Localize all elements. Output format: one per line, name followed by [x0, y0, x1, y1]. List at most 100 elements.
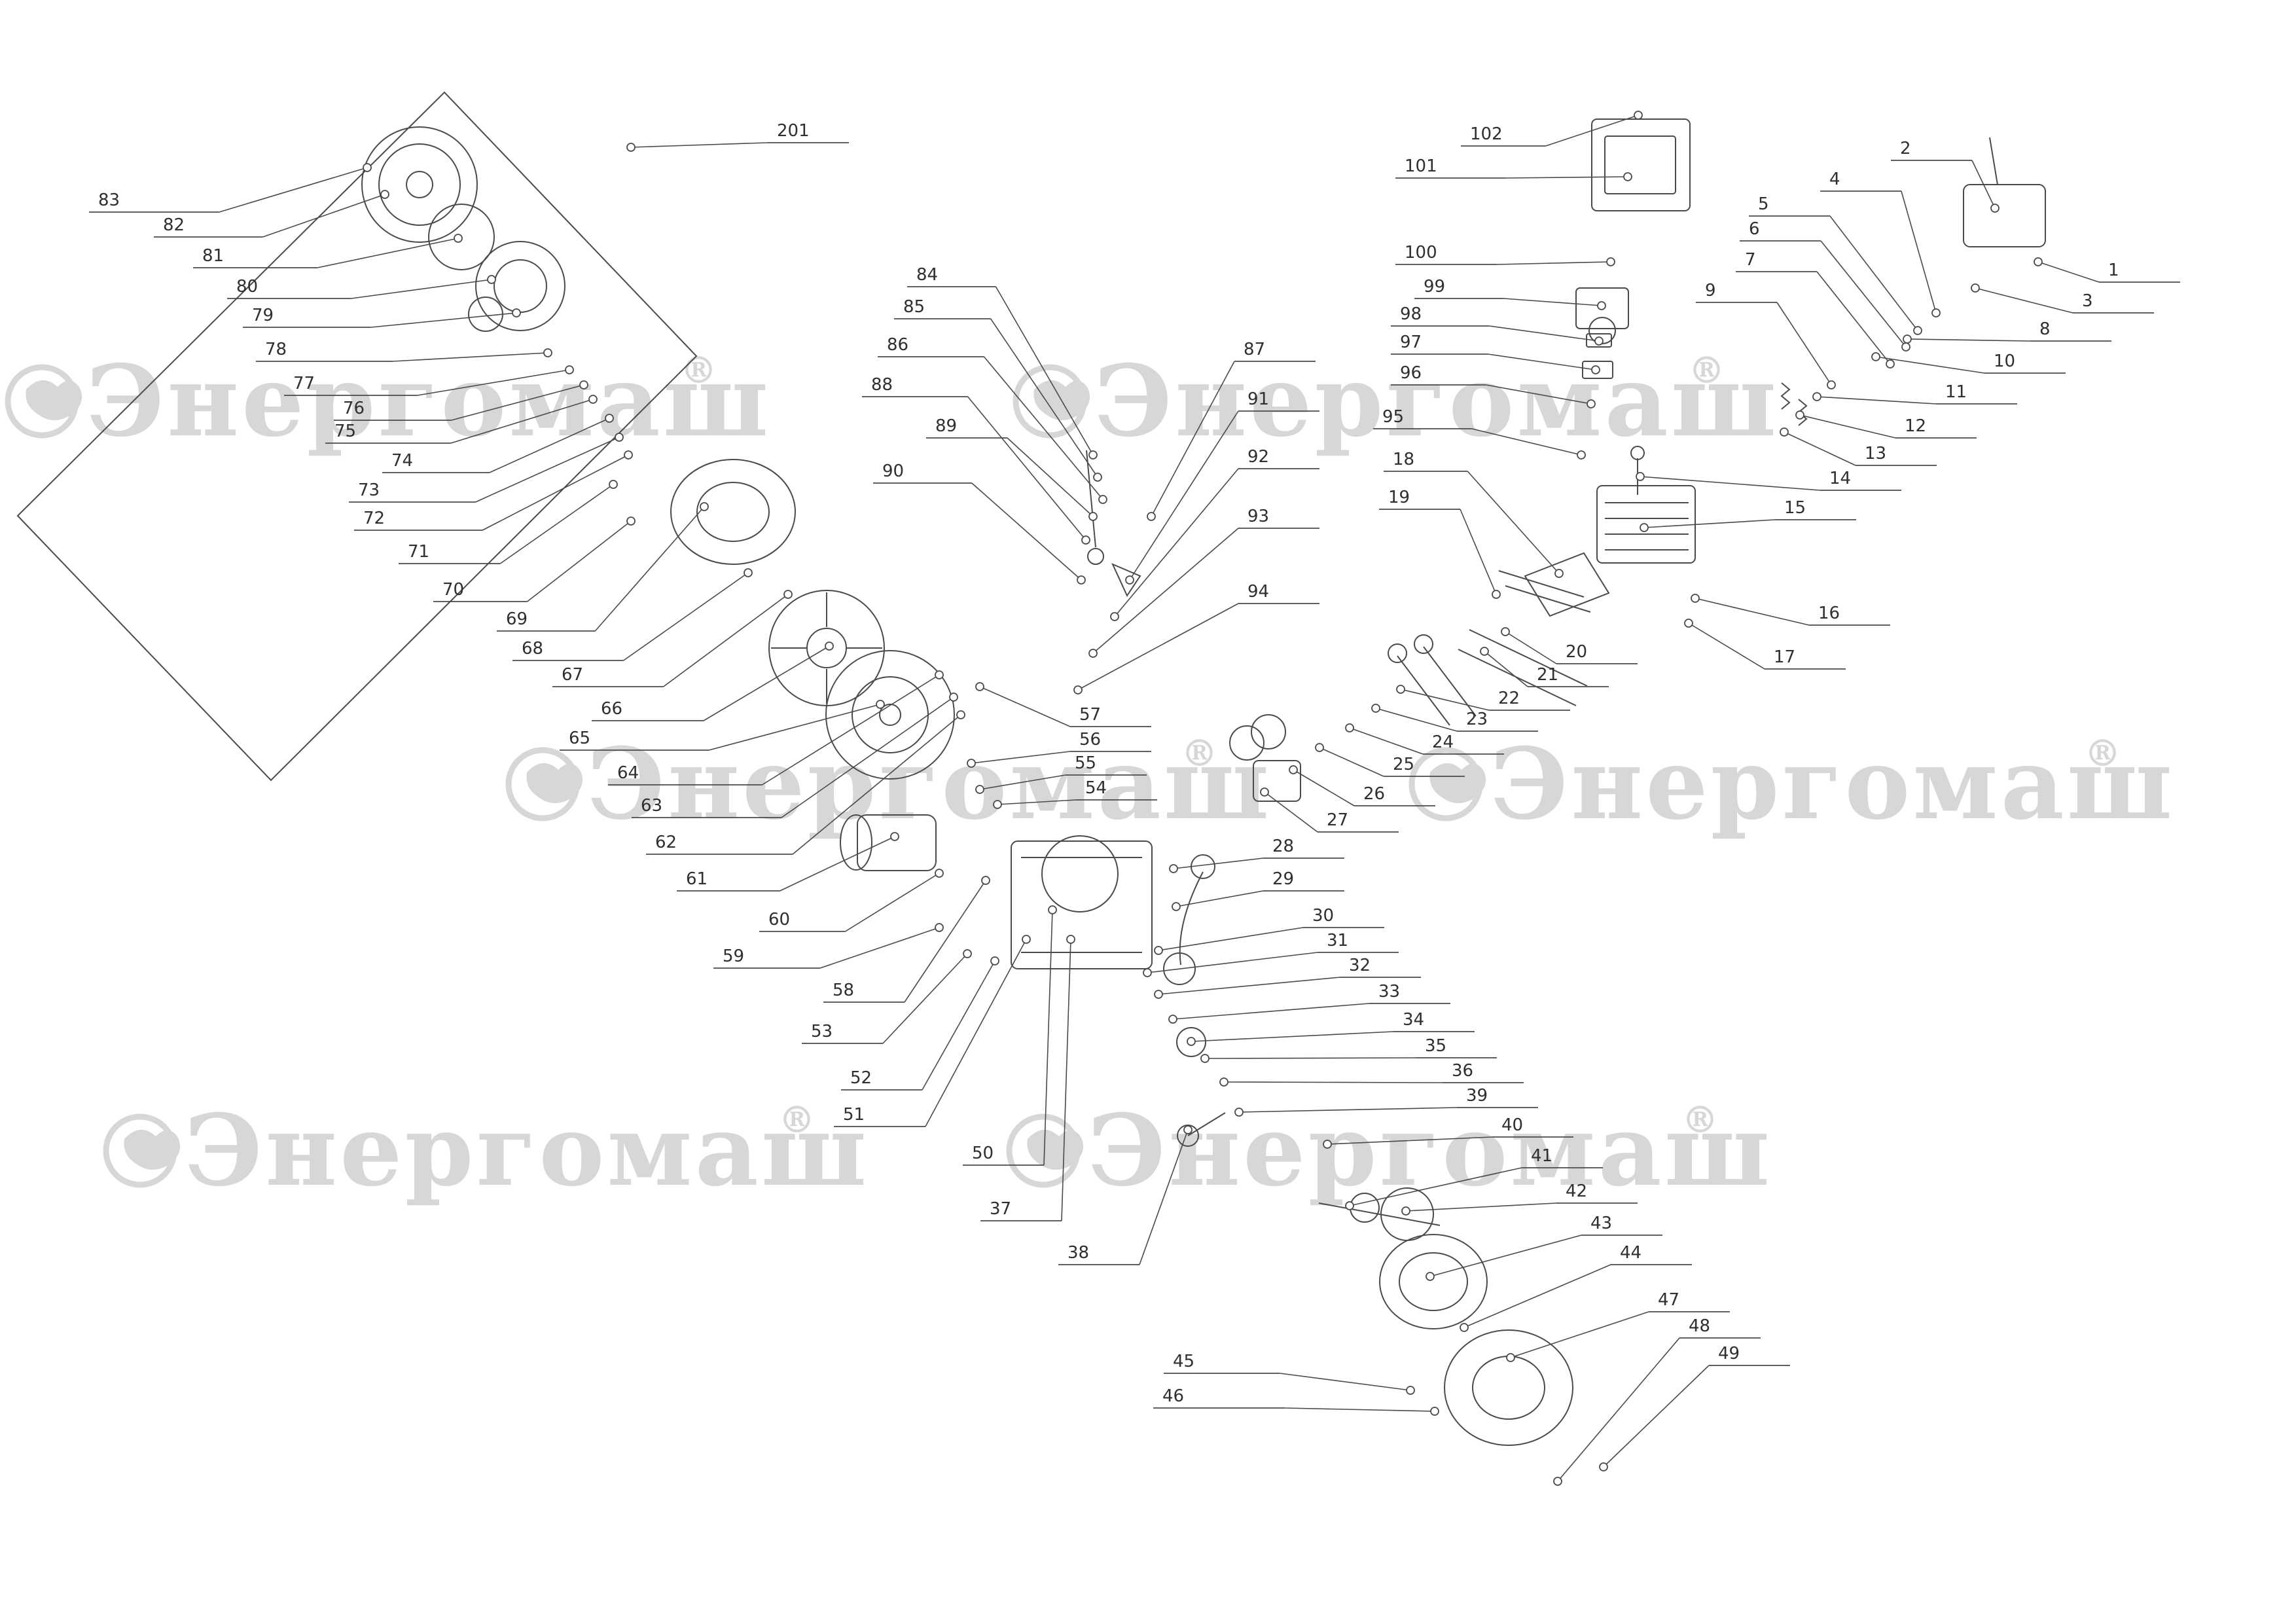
part-callout-30: 30: [1154, 906, 1384, 955]
part-callout-3: 3: [1971, 283, 2154, 314]
part-callout-17: 17: [1684, 619, 1846, 670]
part-callout-45: 45: [1164, 1352, 1415, 1395]
callout-number: 6: [1749, 219, 1760, 239]
part-callout-5: 5: [1749, 194, 1922, 335]
callout-leader: [1603, 1365, 1710, 1468]
callout-number: 76: [343, 399, 365, 418]
watermark-layer: Энергомаш®Энергомаш®Энергомаш®Энергомаш®…: [5, 344, 2172, 1208]
part-callout-65: 65: [560, 700, 885, 751]
callout-number: 35: [1425, 1036, 1446, 1056]
callout-number: 81: [202, 246, 224, 266]
callout-target-dot: [1187, 1037, 1196, 1046]
callout-leader: [703, 645, 830, 721]
callout-leader: [1486, 384, 1592, 405]
part-callout-92: 92: [1110, 447, 1319, 621]
part-callout-101: 101: [1395, 156, 1632, 181]
callout-leader: [1173, 857, 1264, 869]
callout-leader: [1114, 468, 1239, 617]
callout-leader: [1460, 509, 1497, 595]
callout-leader: [1463, 1264, 1611, 1328]
callout-number: 37: [990, 1199, 1011, 1219]
callout-target-dot: [1795, 410, 1804, 420]
part-callout-68: 68: [512, 568, 753, 661]
callout-number: 89: [935, 416, 957, 436]
callout-number: 55: [1075, 753, 1096, 773]
callout-number: 63: [641, 796, 662, 816]
callout-number: 71: [408, 542, 429, 562]
callout-number: 94: [1247, 582, 1269, 602]
callout-leader: [1640, 476, 1821, 491]
part-callout-87: 87: [1147, 340, 1316, 521]
callout-number: 22: [1498, 689, 1520, 708]
registered-mark: ®: [779, 1098, 818, 1142]
callout-target-dot: [609, 480, 618, 489]
callout-number: 27: [1327, 810, 1348, 830]
callout-leader: [971, 482, 1082, 581]
part-callout-26: 26: [1289, 765, 1435, 806]
callout-number: 45: [1173, 1352, 1194, 1371]
part-callout-85: 85: [894, 297, 1102, 482]
callout-number: 43: [1590, 1214, 1612, 1233]
part-callout-16: 16: [1691, 594, 1890, 626]
callout-number: 21: [1537, 665, 1558, 685]
part-callout-35: 35: [1200, 1036, 1497, 1063]
registered-mark: ®: [681, 349, 720, 392]
callout-leader: [925, 939, 1027, 1127]
callout-number: 40: [1501, 1115, 1523, 1135]
callout-number: 2: [1900, 139, 1911, 158]
callout-number: 86: [887, 335, 908, 355]
callout-number: 26: [1363, 784, 1385, 804]
callout-leader: [1467, 471, 1560, 574]
part-callout-13: 13: [1780, 427, 1937, 466]
callout-number: 42: [1566, 1182, 1587, 1201]
callout-number: 48: [1689, 1316, 1710, 1336]
callout-number: 101: [1405, 156, 1437, 176]
part-callout-76: 76: [334, 380, 588, 421]
callout-leader: [623, 572, 749, 661]
callout-leader: [1007, 437, 1094, 517]
part-callout-44: 44: [1460, 1243, 1692, 1332]
part-callout-38: 38: [1058, 1125, 1193, 1265]
callout-number: 39: [1466, 1086, 1488, 1106]
callout-number: 74: [391, 451, 413, 471]
part-callout-57: 57: [975, 682, 1151, 727]
part-callout-46: 46: [1153, 1386, 1439, 1416]
callout-number: 77: [293, 374, 315, 393]
callout-target-dot: [1345, 1201, 1354, 1210]
callout-leader: [882, 953, 968, 1044]
callout-target-dot: [1871, 352, 1880, 361]
callout-target-dot: [1623, 172, 1632, 181]
callout-number: 79: [252, 306, 274, 325]
watermark-text: Энергомаш: [587, 727, 1272, 842]
callout-leader: [1223, 1081, 1443, 1083]
callout-leader: [351, 279, 492, 299]
callout-number: 201: [777, 121, 810, 141]
callout-target-dot: [935, 923, 944, 932]
callout-target-dot: [990, 956, 999, 965]
callout-number: 13: [1865, 444, 1886, 463]
callout-number: 51: [843, 1105, 865, 1125]
callout-leader: [1139, 1129, 1189, 1265]
callout-target-dot: [624, 450, 633, 460]
callout-leader: [1158, 977, 1340, 995]
callout-target-dot: [1506, 1353, 1515, 1362]
callout-target-dot: [876, 700, 885, 709]
callout-number: 32: [1349, 956, 1371, 975]
callout-number: 36: [1452, 1061, 1473, 1081]
part-callout-54: 54: [993, 778, 1157, 809]
callout-leader: [1429, 1235, 1582, 1277]
part-callout-51: 51: [834, 935, 1031, 1127]
callout-number: 50: [972, 1144, 994, 1163]
part-callout-62: 62: [646, 710, 965, 855]
callout-leader: [990, 318, 1098, 478]
callout-target-dot: [543, 348, 552, 357]
callout-leader: [979, 686, 1071, 727]
callout-target-dot: [963, 949, 972, 958]
callout-number: 17: [1774, 647, 1795, 667]
callout-number: 3: [2082, 291, 2093, 311]
callout-target-dot: [1634, 111, 1643, 120]
callout-target-dot: [1606, 257, 1615, 266]
callout-number: 78: [265, 340, 287, 359]
callout-leader: [1829, 215, 1918, 331]
callout-leader: [1799, 414, 1896, 439]
